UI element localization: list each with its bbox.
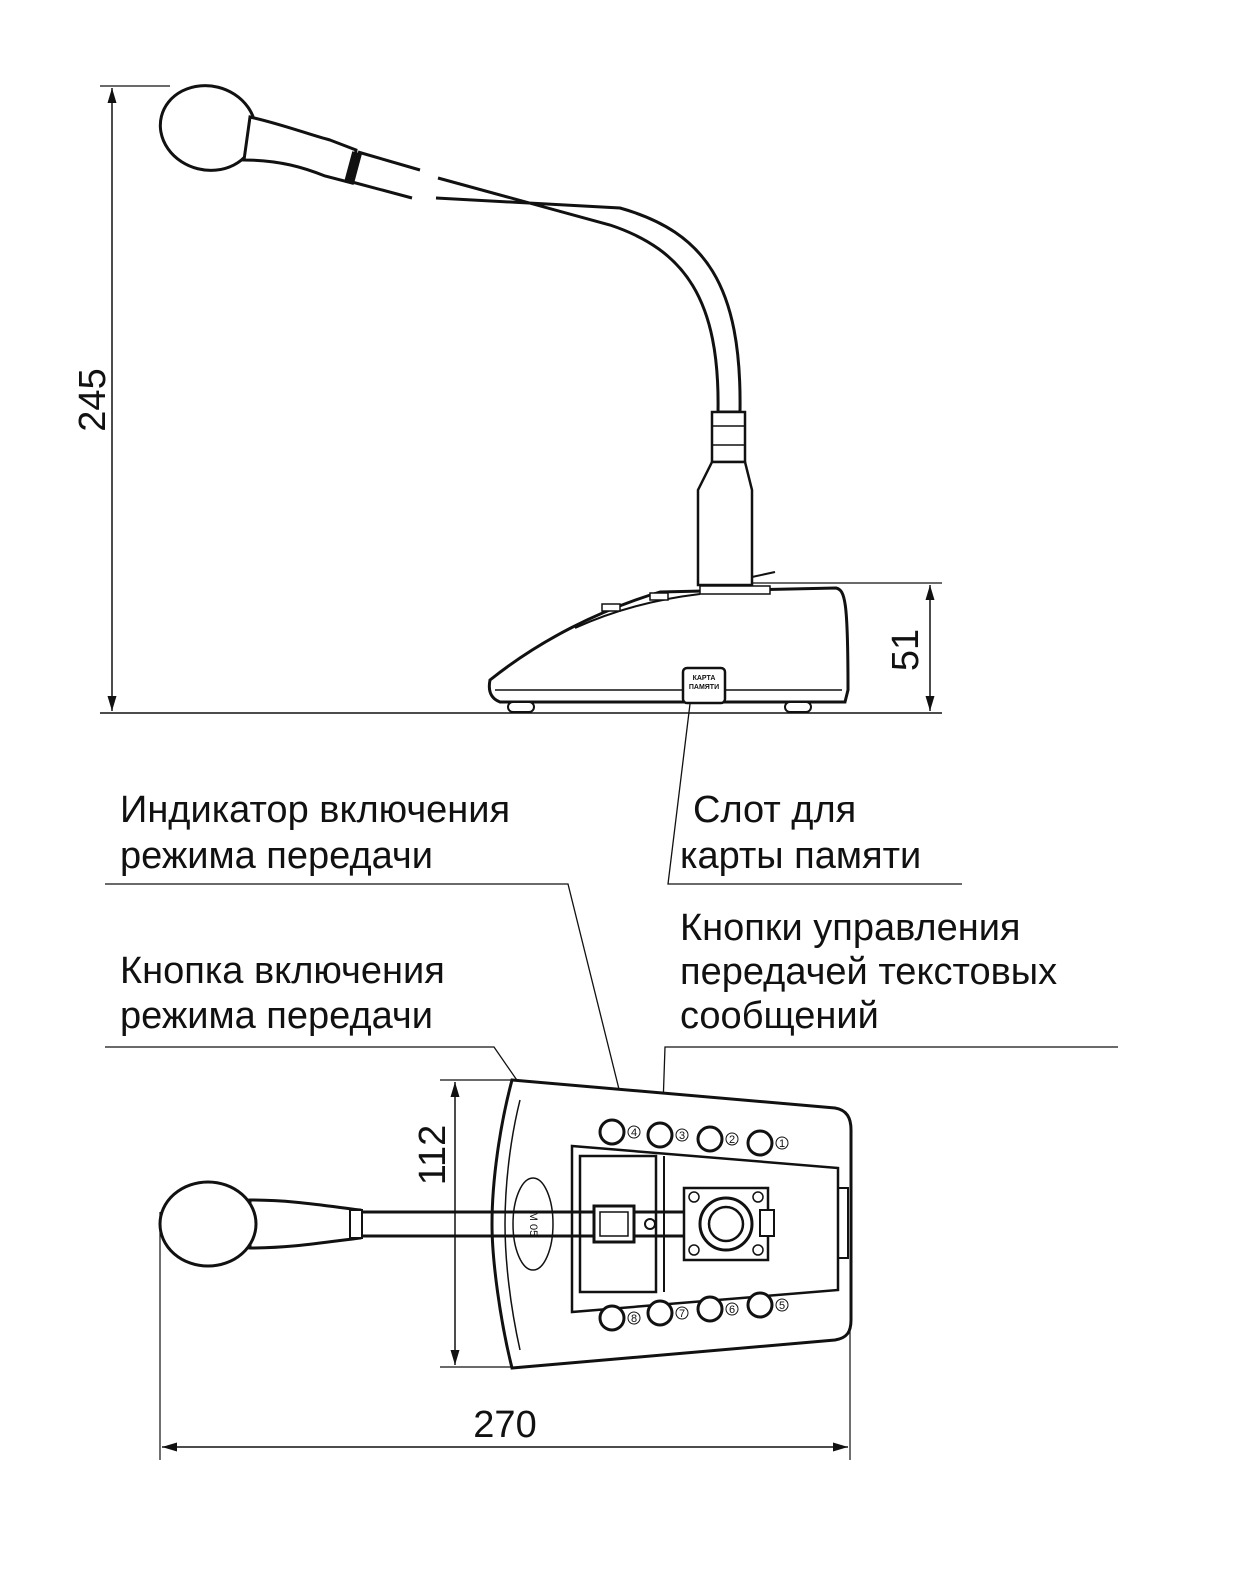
svg-text:1: 1 xyxy=(779,1138,785,1150)
side-slot xyxy=(837,1187,849,1259)
microphone-neck xyxy=(242,115,358,185)
controls-label-line1: Кнопки управления xyxy=(680,907,1021,949)
base-height-dimension-label: 51 xyxy=(885,629,927,671)
controls-label-line3: сообщений xyxy=(680,995,879,1037)
message-button-5[interactable]: 5 xyxy=(746,1291,789,1319)
svg-text:7: 7 xyxy=(679,1308,685,1320)
svg-text:2: 2 xyxy=(729,1134,735,1146)
indicator-label-line1: Индикатор включения xyxy=(120,789,510,831)
svg-text:4: 4 xyxy=(631,1127,637,1139)
button-label-line1: Кнопка включения xyxy=(120,950,445,992)
gooseneck-top xyxy=(360,1210,735,1238)
depth-dimension-label: 112 xyxy=(412,1125,454,1186)
gooseneck-mount xyxy=(696,460,754,587)
microphone-head-top-icon xyxy=(158,1180,258,1268)
message-button-4[interactable]: 4 xyxy=(598,1118,641,1146)
console-base xyxy=(487,586,850,704)
gooseneck xyxy=(435,176,742,414)
message-button-6[interactable]: 6 xyxy=(696,1295,739,1323)
svg-text:6: 6 xyxy=(729,1304,735,1316)
brand-marking: M 05 xyxy=(527,1212,539,1236)
memory-card-slot xyxy=(681,666,727,705)
slot-label-line1: Слот для xyxy=(693,789,856,831)
height-dimension-label: 245 xyxy=(72,368,114,431)
transmit-indicator xyxy=(644,1218,656,1230)
message-button-7[interactable]: 7 xyxy=(646,1299,689,1327)
card-slot-text-line1: КАРТА xyxy=(693,675,716,682)
button-label-line2: режима передачи xyxy=(120,995,433,1037)
message-button-8[interactable]: 8 xyxy=(598,1304,641,1332)
side-view: 245 51 КАРТА ПАМЯТИ xyxy=(72,84,942,714)
message-button-3[interactable]: 3 xyxy=(646,1121,689,1149)
message-button-1[interactable]: 1 xyxy=(746,1129,789,1157)
message-buttons-top: 4 3 2 1 xyxy=(598,1118,789,1157)
card-slot-text-line2: ПАМЯТИ xyxy=(689,684,719,691)
svg-text:5: 5 xyxy=(779,1300,785,1312)
microphone-ring xyxy=(344,151,362,185)
svg-text:8: 8 xyxy=(631,1313,637,1325)
message-button-2[interactable]: 2 xyxy=(696,1125,739,1153)
brand-emblem xyxy=(512,1177,554,1271)
width-dimension-label: 270 xyxy=(473,1404,536,1446)
slot-leader xyxy=(667,703,962,885)
controls-label-line2: передачей текстовых xyxy=(680,951,1057,993)
message-buttons-bottom: 8 7 6 5 xyxy=(598,1291,789,1332)
svg-text:3: 3 xyxy=(679,1130,685,1142)
gooseneck-collar xyxy=(710,410,747,464)
slot-label-line2: карты памяти xyxy=(680,835,921,877)
top-view: 112 270 M 05 xyxy=(158,1078,853,1460)
indicator-label-line2: режима передачи xyxy=(120,835,433,877)
